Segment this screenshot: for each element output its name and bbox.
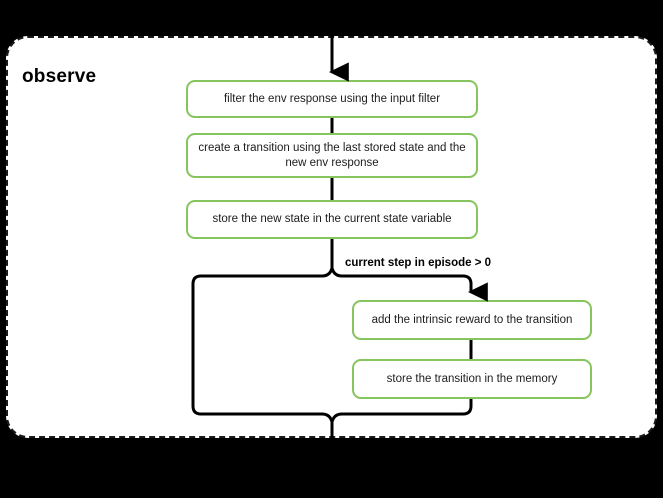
node-label: filter the env response using the input …	[223, 92, 441, 105]
node-label: store the transition in the memory	[386, 372, 558, 385]
node-label: add the intrinsic reward to the transiti…	[371, 313, 573, 326]
node-label: store the new state in the current state…	[212, 213, 452, 226]
node-label: create a transition using the last store…	[198, 142, 466, 169]
node-store-transition-memory[interactable]: store the transition in the memory	[352, 359, 592, 399]
node-store-new-state[interactable]: store the new state in the current state…	[186, 200, 478, 239]
node-add-intrinsic-reward[interactable]: add the intrinsic reward to the transiti…	[352, 300, 592, 340]
observe-scope-title: observe	[22, 66, 97, 87]
node-filter-env-response[interactable]: filter the env response using the input …	[186, 80, 478, 118]
edge-label-condition: current step in episode > 0	[345, 257, 492, 269]
node-create-transition[interactable]: create a transition using the last store…	[186, 133, 478, 178]
